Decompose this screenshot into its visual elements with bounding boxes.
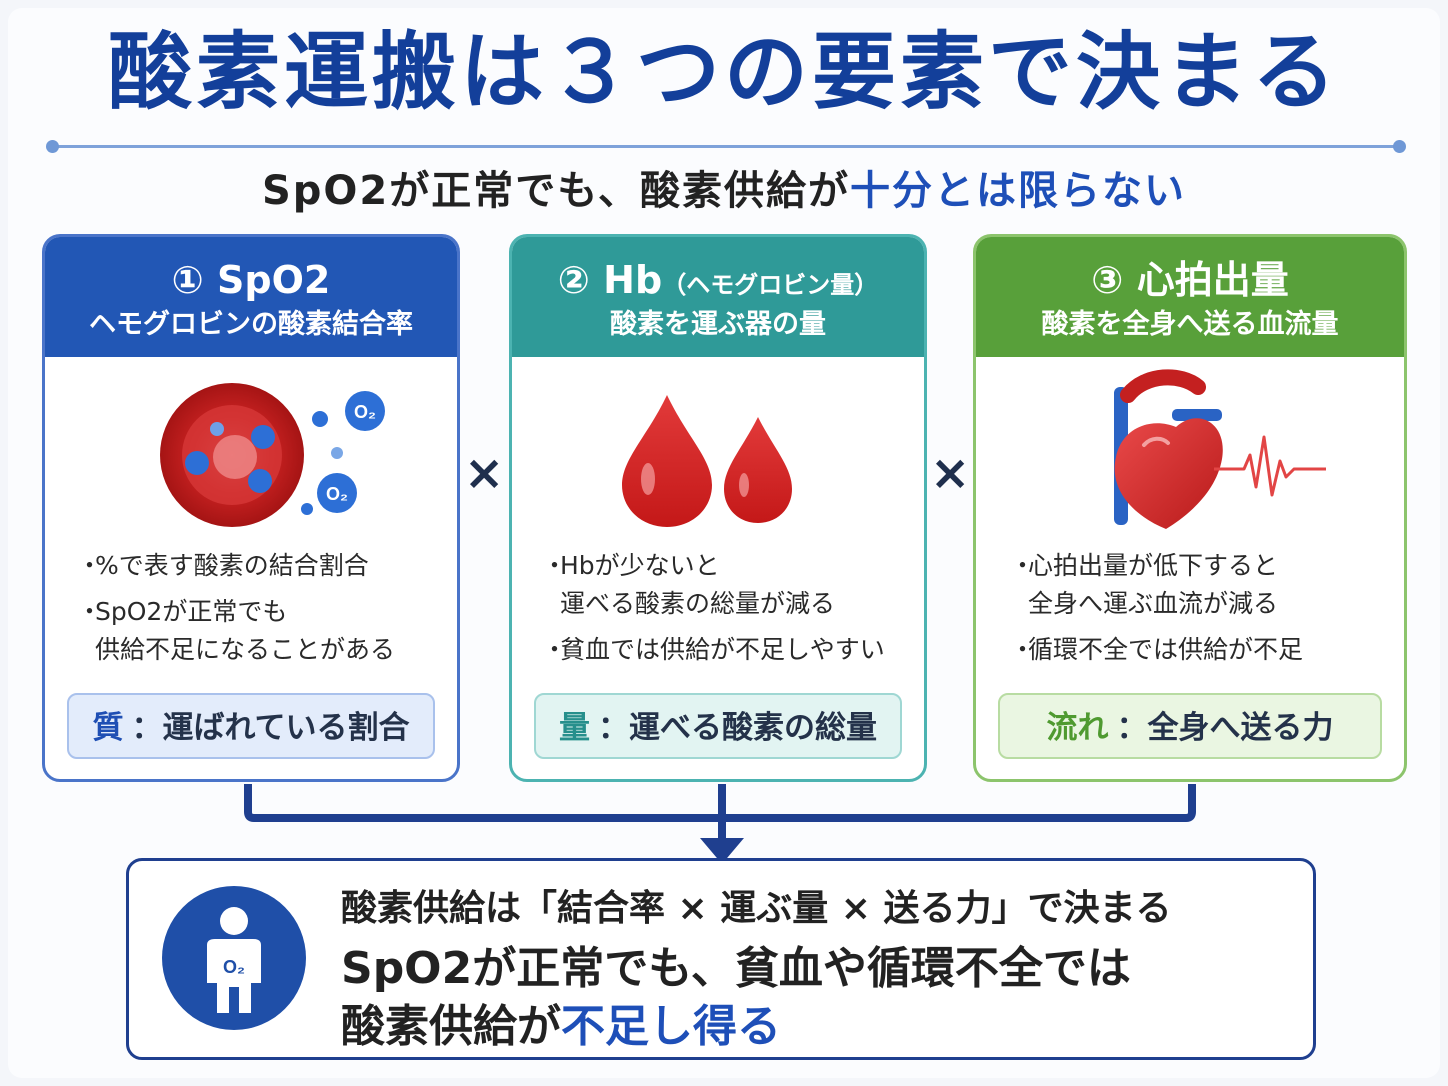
divider-dot-left (46, 140, 59, 153)
avatar-o2-label: O₂ (223, 957, 245, 977)
bullet-text: Hbが少ないと 運べる酸素の総量が減る (560, 551, 836, 618)
card-spo2: ① SpO2 ヘモグロビンの酸素結合率 O₂ O (42, 234, 460, 782)
red-blood-cell-icon: O₂ O₂ (160, 383, 385, 527)
card-spo2-header: ① SpO2 ヘモグロビンの酸素結合率 (45, 237, 457, 357)
person-o2-icon: O₂ (162, 886, 306, 1030)
list-item: ・心拍出量が低下すると 全身へ運ぶ血流が減る (1010, 547, 1404, 623)
card-hb-subtitle: 酸素を運ぶ器の量 (610, 309, 826, 340)
tag-text: ：運べる酸素の総量 (598, 710, 877, 746)
card-hb-tag: 量：運べる酸素の総量 (534, 693, 902, 759)
bullet-mark: ・ (542, 635, 568, 664)
tag-lead: 質 (92, 710, 124, 746)
bullet-text: 貧血では供給が不足しやすい (560, 635, 885, 664)
bullet-mark: ・ (542, 551, 568, 580)
list-item: ・%で表す酸素の結合割合 (77, 547, 457, 585)
tag-text: ：運ばれている割合 (131, 710, 410, 746)
summary-line-3-highlight: 不足し得る (561, 1001, 781, 1052)
card-spo2-title-main: ① SpO2 (171, 258, 331, 302)
summary-line-3-prefix: 酸素供給が (341, 1001, 561, 1052)
card-hb-header: ② Hb（ヘモグロビン量） 酸素を運ぶ器の量 (512, 237, 924, 357)
title-divider (52, 145, 1398, 148)
card-spo2-subtitle: ヘモグロビンの酸素結合率 (89, 309, 413, 340)
card-cardiac-output-subtitle: 酸素を全身へ送る血流量 (1041, 309, 1339, 340)
bullet-text: 循環不全では供給が不足 (1028, 635, 1304, 664)
o2-label-bottom: O₂ (326, 484, 348, 504)
subtitle-prefix: SpO2が正常でも、酸素供給が (261, 168, 851, 214)
card-cardiac-output-tag: 流れ：全身へ送る力 (998, 693, 1382, 759)
heart-pulse-icon (1114, 369, 1326, 529)
card-hb-title-main: ② Hb (557, 258, 663, 302)
divider-dot-right (1393, 140, 1406, 153)
card-hb-title-small: （ヘモグロビン量） (662, 271, 879, 299)
card-spo2-illustration: O₂ O₂ (45, 367, 457, 547)
card-hb: ② Hb（ヘモグロビン量） 酸素を運ぶ器の量 ・Hbが少ないと 運べる酸素の総量… (509, 234, 927, 782)
card-spo2-title: ① SpO2 (45, 255, 457, 310)
arrow-down-icon (700, 838, 744, 864)
cards-connector (244, 784, 1196, 864)
tag-lead: 流れ (1046, 710, 1109, 746)
bullet-text: SpO2が正常でも 供給不足になることがある (95, 597, 396, 664)
card-cardiac-output: ③ 心拍出量 酸素を全身へ送る血流量 ・心拍出量が低下すると 全身へ運ぶ血流が減… (973, 234, 1407, 782)
subtitle-highlight: 十分とは限らない (850, 168, 1187, 214)
card-spo2-bullets: ・%で表す酸素の結合割合 ・SpO2が正常でも 供給不足になることがある (45, 547, 457, 677)
tag-text: ：全身へ送る力 (1116, 710, 1334, 746)
summary-line-1: 酸素供給は「結合率 × 運ぶ量 × 送る力」で決まる (341, 888, 1172, 929)
card-cardiac-output-title: ③ 心拍出量 (976, 255, 1404, 310)
list-item: ・貧血では供給が不足しやすい (542, 631, 924, 669)
multiply-sign-2: × (930, 445, 971, 501)
page-subtitle: SpO2が正常でも、酸素供給が十分とは限らない (0, 164, 1448, 218)
blood-drops-icon (622, 395, 792, 527)
card-cardiac-output-title-main: ③ 心拍出量 (1091, 258, 1289, 302)
card-cardiac-output-header: ③ 心拍出量 酸素を全身へ送る血流量 (976, 237, 1404, 357)
o2-label-top: O₂ (354, 402, 376, 422)
summary-line-2: SpO2が正常でも、貧血や循環不全では (341, 943, 1131, 994)
card-cardiac-output-bullets: ・心拍出量が低下すると 全身へ運ぶ血流が減る ・循環不全では供給が不足 (976, 547, 1404, 677)
card-cardiac-output-illustration (976, 367, 1404, 547)
card-hb-illustration (512, 367, 924, 547)
multiply-sign-1: × (464, 445, 505, 501)
tag-lead: 量 (559, 710, 590, 746)
bullet-mark: ・ (1010, 551, 1036, 580)
bullet-mark: ・ (77, 551, 103, 580)
card-spo2-tag: 質：運ばれている割合 (67, 693, 435, 759)
list-item: ・循環不全では供給が不足 (1010, 631, 1404, 669)
page-title: 酸素運搬は３つの要素で決まる (107, 23, 1340, 121)
card-hb-bullets: ・Hbが少ないと 運べる酸素の総量が減る ・貧血では供給が不足しやすい (512, 547, 924, 677)
summary-box: O₂ 酸素供給は「結合率 × 運ぶ量 × 送る力」で決まる SpO2が正常でも、… (126, 858, 1316, 1060)
bullet-text: %で表す酸素の結合割合 (95, 551, 369, 580)
list-item: ・SpO2が正常でも 供給不足になることがある (77, 593, 457, 669)
bullet-mark: ・ (1010, 635, 1036, 664)
bullet-mark: ・ (77, 597, 103, 626)
summary-line-3: 酸素供給が不足し得る (341, 999, 781, 1055)
card-hb-title: ② Hb（ヘモグロビン量） (512, 255, 924, 310)
bullet-text: 心拍出量が低下すると 全身へ運ぶ血流が減る (1028, 551, 1279, 618)
list-item: ・Hbが少ないと 運べる酸素の総量が減る (542, 547, 924, 623)
